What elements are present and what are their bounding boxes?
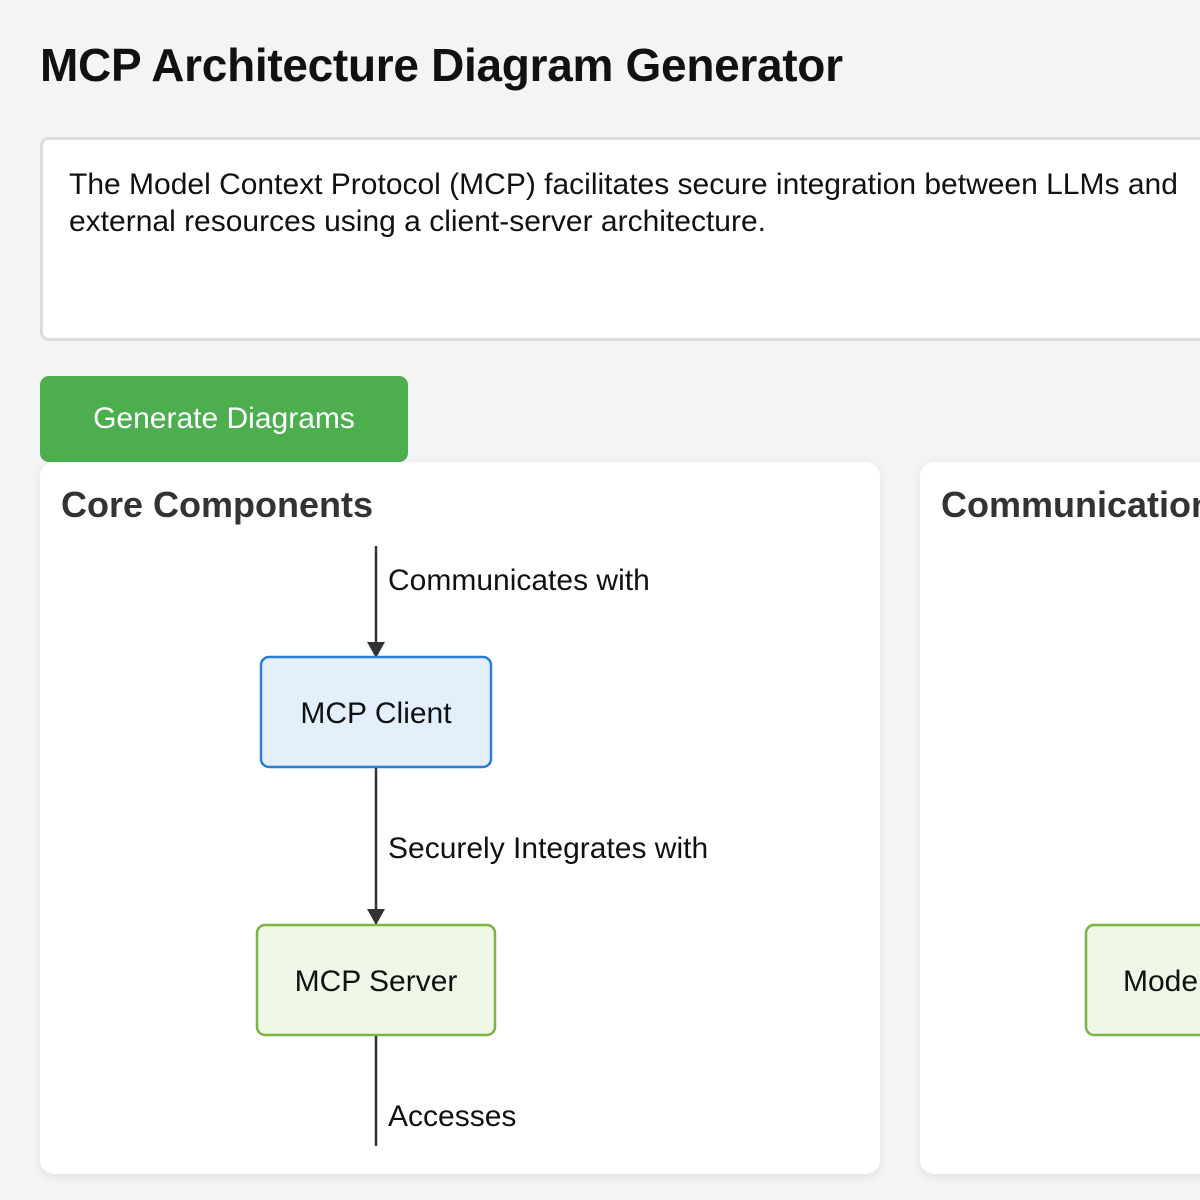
node-mcp-client <box>259 655 493 769</box>
node-mcp-server <box>255 923 497 1037</box>
communication-card: Communication Mode <box>920 462 1200 1174</box>
communication-title: Communication <box>941 484 1200 525</box>
core-components-title: Core Components <box>61 484 374 525</box>
node-label-mcp-client: MCP Client <box>300 697 452 730</box>
core-components-diagram: Communicates with MCP Client Securely In… <box>255 546 708 1146</box>
communication-diagram: Mode <box>1084 923 1200 1037</box>
page-title: MCP Architecture Diagram Generator <box>40 39 843 91</box>
arrowhead-icon <box>367 642 385 658</box>
edge-label-accesses: Accesses <box>388 1100 516 1133</box>
arrowhead-icon <box>367 909 385 925</box>
description-textarea[interactable]: The Model Context Protocol (MCP) facilit… <box>40 137 1200 341</box>
generate-diagrams-button[interactable]: Generate Diagrams <box>40 376 408 462</box>
edge-label-securely-integrates-with: Securely Integrates with <box>388 832 708 865</box>
core-components-card: Core Components Communicates with MCP Cl… <box>40 462 880 1174</box>
node-model <box>1084 923 1200 1037</box>
node-label-mcp-server: MCP Server <box>295 965 458 998</box>
node-label-model: Mode <box>1123 965 1198 998</box>
edge-label-communicates-with: Communicates with <box>388 564 650 597</box>
